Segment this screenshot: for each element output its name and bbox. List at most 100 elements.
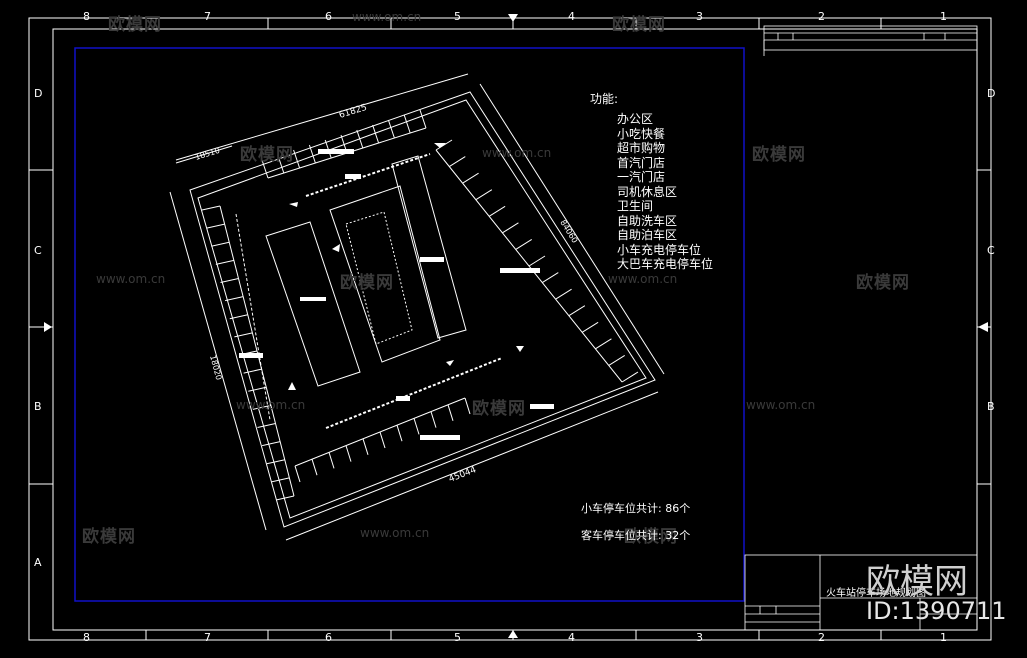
parking-stall-line <box>387 119 395 139</box>
parking-stall-line <box>403 114 411 134</box>
site-plan <box>169 73 665 541</box>
dim-line-top <box>175 73 469 161</box>
parking-stall-line <box>201 205 221 211</box>
dim-line-left <box>169 191 267 531</box>
parking-stall-line <box>528 255 546 267</box>
grid-col-top-8: 8 <box>83 10 90 23</box>
parking-strip-edge <box>294 397 466 467</box>
parking-stall-line <box>271 477 290 483</box>
parking-stall-line <box>293 149 301 169</box>
function-item: 司机休息区 <box>617 184 678 199</box>
blue-print-area <box>74 47 745 602</box>
parking-stall-line <box>515 239 532 250</box>
grid-ticks <box>29 18 991 640</box>
parking-stall-line <box>447 404 454 421</box>
function-item: 办公区 <box>617 112 654 126</box>
center-arrow-bottom <box>508 630 518 638</box>
parking-stall-line <box>555 288 572 300</box>
parking-stall-line <box>413 418 420 435</box>
parking-stall-line <box>308 144 316 164</box>
parking-stall-line <box>372 124 380 144</box>
watermark-brand: 欧模网 <box>856 273 910 293</box>
left-parking-block <box>265 221 361 387</box>
grid-col-top-5: 5 <box>454 10 461 23</box>
parking-stall-line <box>430 411 437 428</box>
parking-stall-line <box>356 129 364 149</box>
grid-col-bottom-7: 7 <box>204 631 211 644</box>
site-boundary-inner <box>197 99 647 519</box>
parking-stall-line <box>435 139 453 151</box>
grid-row-right-B: B <box>987 400 995 413</box>
parking-stall-line <box>475 189 493 201</box>
dim-line-top-small <box>175 145 233 164</box>
grid-row-left-D: D <box>34 87 43 100</box>
bus-parking-count: 客车停车位共计: 32个 <box>581 529 691 542</box>
function-item: 一汽门店 <box>617 170 666 184</box>
center-arrow-top <box>508 14 518 22</box>
lane-top <box>305 153 431 197</box>
parking-stall-line <box>396 425 403 442</box>
grid-col-top-1: 1 <box>940 10 947 23</box>
grid-row-left-A: A <box>34 556 42 569</box>
grid-col-top-6: 6 <box>325 10 332 23</box>
site-boundary-outer <box>189 91 656 528</box>
parking-stall-line <box>248 386 267 392</box>
lane-bottom <box>325 357 503 429</box>
sheet-border <box>28 17 992 641</box>
parking-strip-edge <box>435 149 623 383</box>
parking-stall-line <box>568 305 586 317</box>
parking-stall-line <box>229 314 248 320</box>
dim-text-1: 18510 <box>194 146 221 162</box>
grid-col-top-2: 2 <box>818 10 825 23</box>
white-labels <box>239 149 554 440</box>
drawing-area-frame <box>52 28 978 631</box>
parking-stall-line <box>595 338 612 350</box>
parking-stall-line <box>275 495 295 501</box>
parking-stall-line <box>252 404 271 410</box>
watermark-brand: 欧模网 <box>472 399 526 419</box>
grid-col-bottom-5: 5 <box>454 631 461 644</box>
parking-stall-line <box>261 159 269 179</box>
parking-stall-line <box>449 156 466 167</box>
function-item: 首汽门店 <box>617 155 666 170</box>
parking-stall-line <box>294 465 301 483</box>
function-item: 超市购物 <box>617 141 666 155</box>
watermark-logo-large: 欧模网 <box>866 562 968 602</box>
parking-stall-line <box>311 459 318 476</box>
watermark-brand: 欧模网 <box>752 145 806 165</box>
center-arrow-left <box>44 322 52 332</box>
parking-stall-line <box>206 223 225 229</box>
parking-stall-line <box>225 296 244 302</box>
dim-text-4: 45044 <box>447 465 478 485</box>
inner-building-block <box>329 185 441 363</box>
inner-shop-block <box>345 211 413 345</box>
parking-stall-line <box>419 109 427 129</box>
parking-stall-line <box>542 272 559 283</box>
drawing-title: 火车站停车场地规划图 <box>826 588 926 599</box>
parking-stall-line <box>345 445 352 462</box>
grid-row-left-C: C <box>34 244 42 257</box>
dim-text-3: 18020 <box>208 354 223 381</box>
grid-col-bottom-1: 1 <box>940 631 947 644</box>
grid-row-right-D: D <box>987 87 996 100</box>
parking-stall-line <box>257 423 276 428</box>
parking-stall-line <box>234 332 253 338</box>
center-arrow-right <box>978 322 988 332</box>
grid-col-top-4: 4 <box>568 10 575 23</box>
parking-stall-line <box>502 222 519 234</box>
function-item: 卫生间 <box>617 199 654 213</box>
grid-row-left-B: B <box>34 400 42 413</box>
grid-row-right-C: C <box>987 244 995 257</box>
grid-col-bottom-8: 8 <box>83 631 90 644</box>
flow-arrows <box>288 143 524 390</box>
parking-stall-line <box>608 355 625 366</box>
grid-col-bottom-2: 2 <box>818 631 825 644</box>
parking-stall-line <box>621 371 639 383</box>
function-item: 小吃快餐 <box>617 126 666 141</box>
parking-stall-line <box>243 368 262 374</box>
parking-stall-line <box>488 205 506 217</box>
parking-stall-line <box>262 441 281 447</box>
watermark-id: ID:1390711 <box>866 597 1007 625</box>
grid-col-top-7: 7 <box>204 10 211 23</box>
